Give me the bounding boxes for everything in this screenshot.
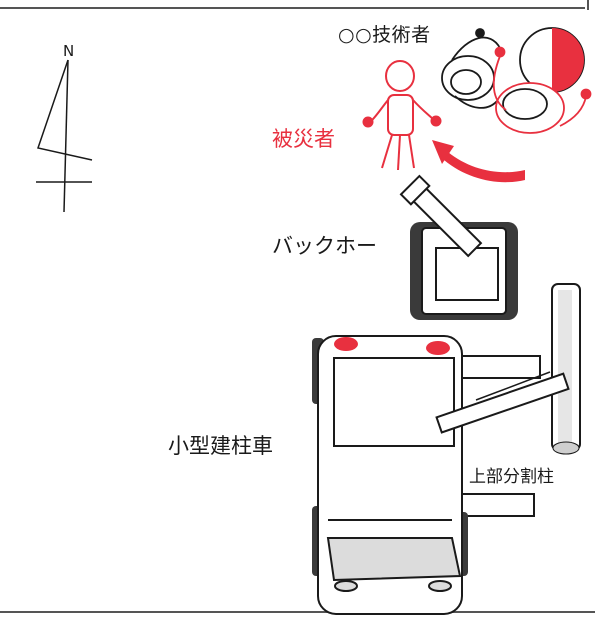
worker-top-right xyxy=(492,27,592,134)
pole-segment-label: 上部分割柱 xyxy=(469,467,554,487)
north-label: N xyxy=(63,42,75,60)
backhoe-label: バックホー xyxy=(272,234,377,258)
engineer-label: ○○技術者 xyxy=(338,24,431,46)
engineer-figure xyxy=(441,28,501,109)
truck-label: 小型建柱車 xyxy=(168,434,273,458)
pole-segment xyxy=(551,283,581,455)
victim-label: 被災者 xyxy=(272,127,335,151)
movement-arrow xyxy=(432,140,525,183)
backhoe xyxy=(399,174,518,320)
north-arrow xyxy=(36,59,93,213)
victim-figure xyxy=(362,60,442,171)
pole-truck xyxy=(312,335,570,615)
